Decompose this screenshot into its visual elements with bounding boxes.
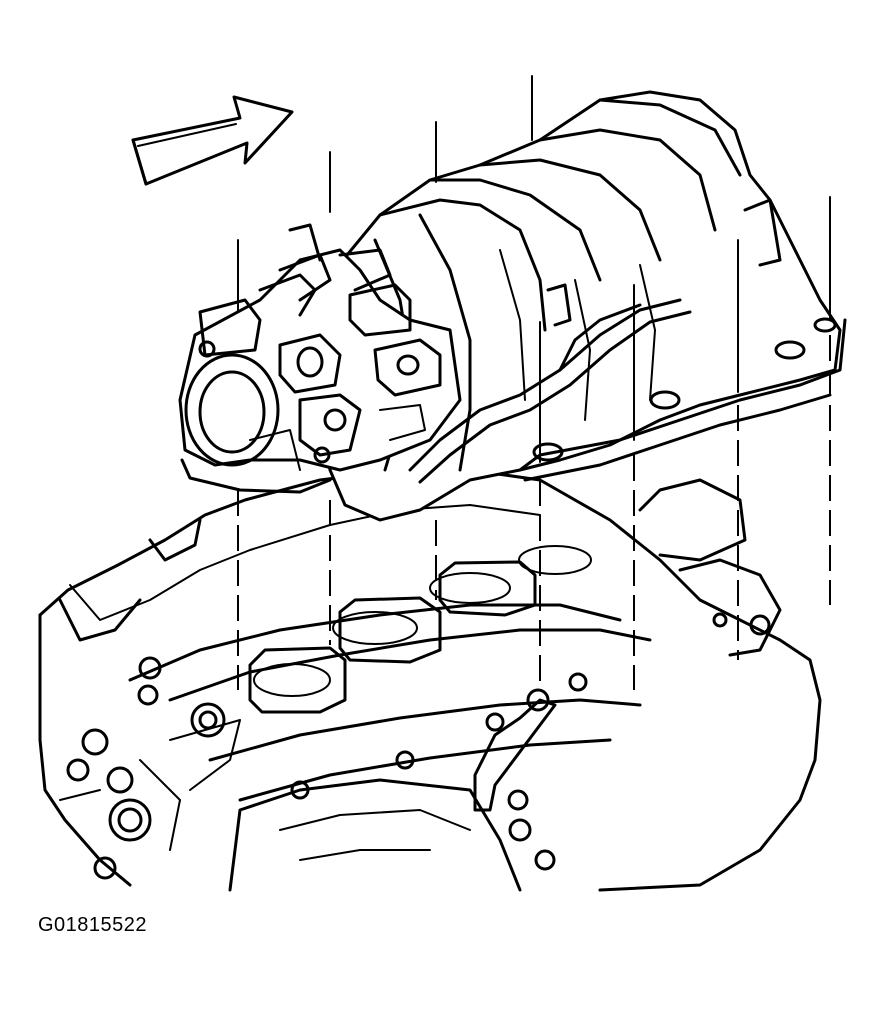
figure-id: G01815522	[38, 914, 148, 936]
engine-block	[38, 468, 822, 892]
alignment-lines	[237, 335, 831, 690]
leader-lines	[237, 75, 831, 463]
arrow-right-icon	[131, 95, 294, 186]
throttle-body	[178, 223, 462, 494]
